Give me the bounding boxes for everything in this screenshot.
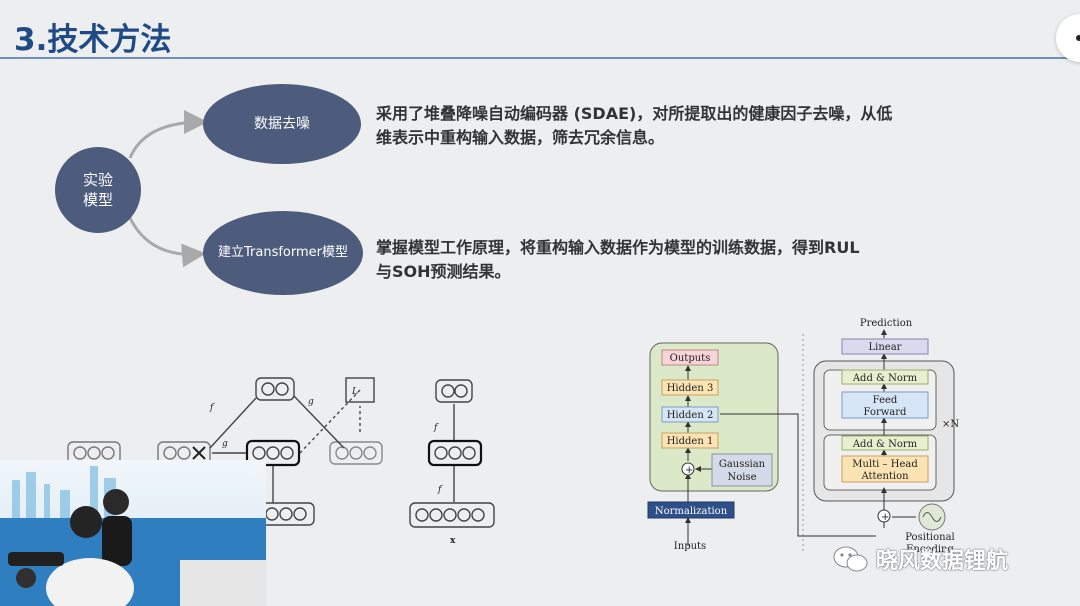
tf-mha-1: Multi – Head xyxy=(852,459,918,470)
desc-line: 与SOH预测结果。 xyxy=(376,262,511,281)
tf-outputs: Outputs xyxy=(670,353,711,364)
video-scene xyxy=(0,460,266,606)
title-divider xyxy=(0,57,1080,59)
tf-hidden3: Hidden 3 xyxy=(667,383,714,394)
speaker-video-overlay xyxy=(0,460,266,606)
tf-ff-1: Feed xyxy=(873,395,898,406)
branch-description-transformer: 掌握模型工作原理，将重构输入数据作为模型的训练数据，得到RUL 与SOH预测结果… xyxy=(376,236,860,284)
slide-title: 3.技术方法 xyxy=(14,22,172,58)
tf-mha-2: Attention xyxy=(860,471,909,482)
tf-ff-2: Forward xyxy=(864,407,907,418)
tf-addnorm-bottom: Add & Norm xyxy=(852,439,918,450)
branch-node-label: 数据去噪 xyxy=(254,116,310,132)
tf-hidden2: Hidden 2 xyxy=(667,410,714,421)
transformer-diagram: Outputs Hidden 3 Hidden 2 Hidden 1 Gauss… xyxy=(647,318,959,555)
tf-positional-2: Encoding xyxy=(906,544,954,555)
tf-addnorm-top: Add & Norm xyxy=(852,373,918,384)
more-dot-icon xyxy=(1076,35,1080,41)
tf-positional-1: Positional xyxy=(905,532,955,543)
sdae-label-loss: L xyxy=(351,387,358,397)
tf-gaussian-2: Noise xyxy=(727,472,756,483)
watermark: 晓风数据锂航 xyxy=(832,540,1008,578)
desc-line: 采用了堆叠降噪自动编码器 (SDAE)，对所提取出的健康因子去噪，从低 xyxy=(376,104,893,123)
branch-node-transformer: 建立Transformer模型 xyxy=(203,211,363,295)
branch-description-denoise: 采用了堆叠降噪自动编码器 (SDAE)，对所提取出的健康因子去噪，从低 维表示中… xyxy=(376,102,892,150)
tf-prediction: Prediction xyxy=(860,318,913,329)
sdae-label-gd: g xyxy=(222,439,228,449)
tf-hidden1: Hidden 1 xyxy=(667,436,714,447)
tf-xn: ×N xyxy=(942,419,959,430)
desc-line: 掌握模型工作原理，将重构输入数据作为模型的训练数据，得到RUL xyxy=(376,238,860,257)
sdae-label-fx2: f xyxy=(437,485,443,495)
sdae-label-f: f xyxy=(209,403,215,413)
sdae-diagram: f g L g f f x xyxy=(67,377,495,546)
svg-text:+: + xyxy=(881,512,889,523)
tf-normalization: Normalization xyxy=(655,506,728,517)
center-node-line2: 模型 xyxy=(82,191,113,209)
mindmap-arrows xyxy=(128,110,208,268)
sdae-label-fx: f xyxy=(433,423,439,433)
watermark-text: 晓风数据锂航 xyxy=(876,549,1009,574)
branch-node-denoise: 数据去噪 xyxy=(203,84,361,164)
tf-linear: Linear xyxy=(869,342,902,353)
tf-inputs: Inputs xyxy=(674,541,706,552)
sdae-label-g: g xyxy=(308,397,314,407)
sdae-caption-x: x xyxy=(450,536,456,546)
branch-node-label: 建立Transformer模型 xyxy=(217,245,348,260)
more-button[interactable] xyxy=(1056,14,1080,62)
wechat-icon xyxy=(833,546,868,572)
tf-gaussian-1: Gaussian xyxy=(719,459,766,470)
svg-text:+: + xyxy=(685,465,693,476)
center-node: 实验模型 xyxy=(55,147,141,233)
center-node-line1: 实验 xyxy=(82,171,113,189)
desc-line: 维表示中重构输入数据，筛去冗余信息。 xyxy=(376,128,665,147)
